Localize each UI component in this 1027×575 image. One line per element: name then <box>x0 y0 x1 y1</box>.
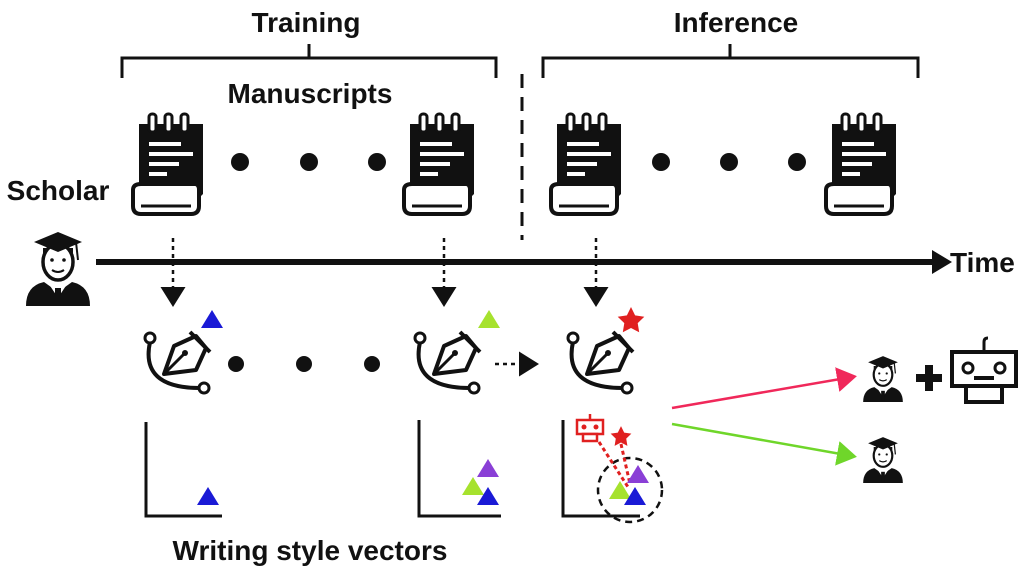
manuscript-icon <box>824 112 898 216</box>
writing-style-vectors-label: Writing style vectors <box>173 535 448 566</box>
triangle-icon <box>477 459 499 477</box>
ellipsis-dots <box>228 356 380 372</box>
inference-label: Inference <box>674 7 799 38</box>
scholar-icon <box>862 354 904 404</box>
training-bracket <box>120 44 498 78</box>
style-vector-plot <box>417 420 501 518</box>
training-label: Training <box>252 7 361 38</box>
manuscript-icon <box>402 112 476 216</box>
inference-bracket <box>541 44 920 78</box>
robot-icon <box>575 412 605 443</box>
manuscript-icon <box>131 112 205 216</box>
triangle-icon <box>462 477 484 495</box>
pen-nib-icon <box>566 330 635 395</box>
triangle-icon <box>197 487 219 505</box>
scholar-icon <box>24 230 92 308</box>
style-vector-plot <box>561 412 664 524</box>
pen-nib-icon <box>143 330 212 395</box>
scholar-icon <box>862 435 904 485</box>
style-vector-plot <box>144 422 222 518</box>
robot-icon <box>950 336 1018 404</box>
green-outcome-arrow <box>671 422 857 466</box>
pen-nib-icon <box>413 330 482 395</box>
plus-icon <box>916 365 942 391</box>
manuscripts-label: Manuscripts <box>228 78 393 109</box>
pink-outcome-arrow <box>671 367 857 410</box>
manuscript-icon <box>549 112 623 216</box>
triangle-icon <box>201 310 223 328</box>
star-icon <box>617 307 645 333</box>
star-icon <box>610 426 632 446</box>
triangle-icon <box>627 465 649 483</box>
triangle-icon <box>609 481 631 499</box>
scholar-label: Scholar <box>7 175 110 206</box>
ellipsis-dots <box>231 153 806 171</box>
triangle-icon <box>478 310 500 328</box>
time-label: Time <box>950 247 1015 278</box>
timeline-arrowhead <box>932 250 952 274</box>
